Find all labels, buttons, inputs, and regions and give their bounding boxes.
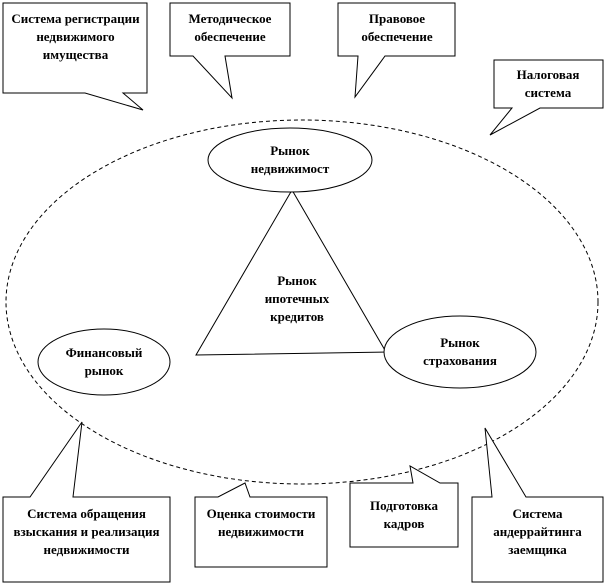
callout-training: Подготовка кадров (370, 498, 438, 531)
callout-registration: Система регистрации недвижимого имуществ… (11, 11, 140, 62)
market-financial: Финансовый рынок (65, 345, 143, 378)
callout-legal: Правовое обеспечение (361, 11, 433, 44)
callout-methodical: Методическое обеспечение (188, 11, 272, 44)
callout-underwriting: Система андеррайтинга заемщика (493, 506, 582, 557)
callout-foreclosure: Система обращения взыскания и реализация… (13, 506, 160, 557)
market-insurance: Рынок страхования (423, 335, 497, 368)
environment-ellipse (5, 119, 599, 485)
ellipse-real-estate (207, 127, 373, 193)
ellipse-financial (37, 328, 171, 396)
callout-valuation: Оценка стоимости недвижимости (206, 506, 316, 539)
market-real-estate: Рынок недвижимост (250, 143, 330, 176)
triangle (195, 189, 387, 356)
market-mortgage: Рынок ипотечных кредитов (264, 273, 330, 324)
callout-tax: Налоговая система (516, 67, 580, 100)
ellipse-insurance (383, 315, 537, 389)
